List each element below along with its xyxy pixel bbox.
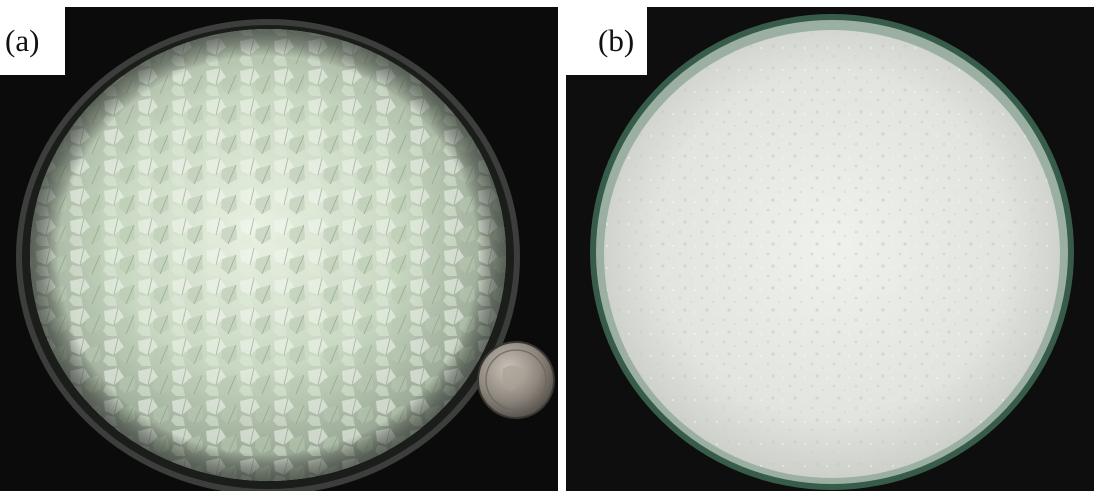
panel-a: (a) — [0, 7, 558, 491]
panel-a-label: (a) — [0, 7, 65, 75]
panel-a-photo — [0, 7, 558, 491]
panel-b-photo — [566, 7, 1094, 491]
panel-b: (b) — [566, 7, 1094, 491]
panel-b-label: (b) — [566, 7, 647, 75]
